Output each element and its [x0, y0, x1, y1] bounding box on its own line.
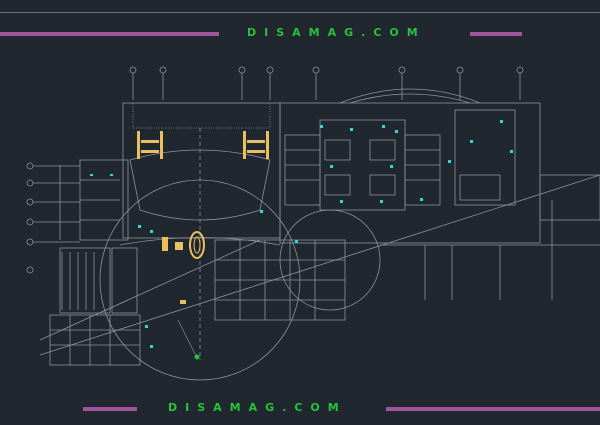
furniture-fixtures — [137, 131, 269, 304]
top-right-accent-bar — [470, 32, 522, 36]
watermark-top: DISAMAG.COM — [247, 26, 426, 39]
north-point-marker — [194, 354, 200, 360]
bottom-left-accent-bar — [83, 407, 137, 411]
grid-axis-top — [129, 66, 524, 100]
bottom-right-accent-bar — [386, 407, 600, 411]
grid-axis-left — [26, 162, 80, 274]
watermark-bottom: DISAMAG.COM — [168, 401, 347, 414]
annotation-markers — [90, 120, 513, 348]
top-left-accent-bar — [0, 32, 219, 36]
top-border-line — [0, 12, 600, 13]
